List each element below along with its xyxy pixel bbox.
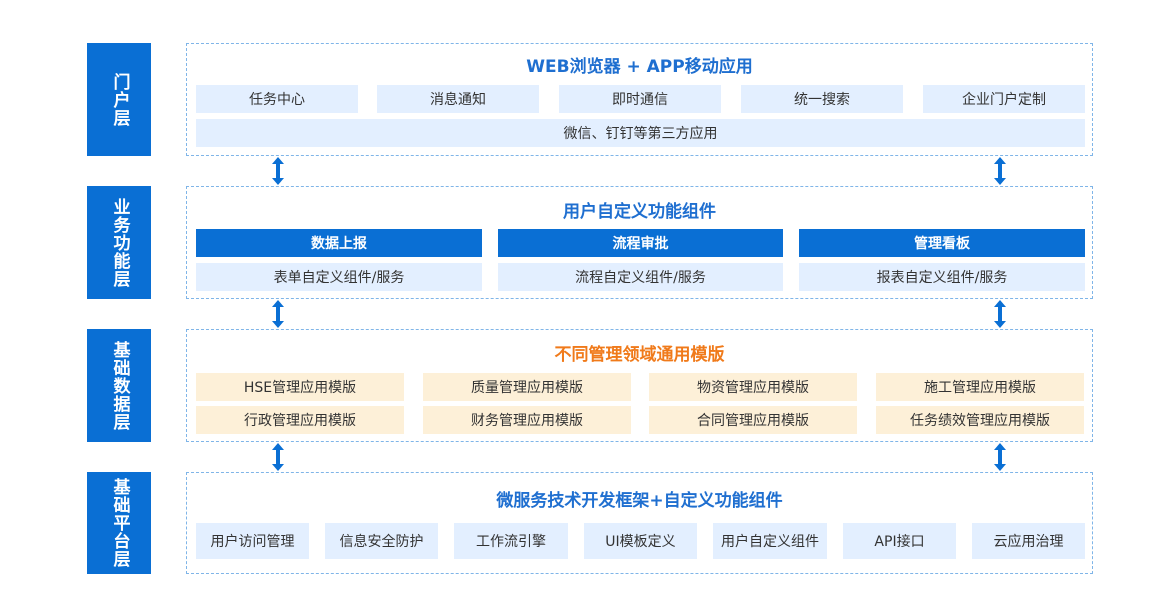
double-arrow-icon	[994, 157, 1006, 185]
portal-item: 统一搜索	[741, 85, 903, 113]
business-item: 流程自定义组件/服务	[498, 263, 783, 291]
business-item: 报表自定义组件/服务	[799, 263, 1085, 291]
double-arrow-icon	[994, 443, 1006, 471]
business-item: 表单自定义组件/服务	[196, 263, 482, 291]
layer-label-platform-text: 基础平台层	[109, 478, 130, 568]
business-header: 管理看板	[799, 229, 1085, 257]
layer-label-business-text: 业务功能层	[109, 197, 130, 288]
data-template-item: 质量管理应用模版	[423, 373, 631, 401]
data-template-item: 行政管理应用模版	[196, 406, 404, 434]
double-arrow-icon	[272, 157, 284, 185]
portal-item: 任务中心	[196, 85, 358, 113]
data-panel: 不同管理领域通用模版 HSE管理应用模版 质量管理应用模版 物资管理应用模版 施…	[186, 329, 1093, 442]
platform-item: API接口	[843, 523, 956, 559]
portal-title: WEB浏览器 + APP移动应用	[526, 57, 753, 77]
platform-item: 用户访问管理	[196, 523, 309, 559]
layer-label-portal: 门户层	[87, 43, 151, 156]
double-arrow-icon	[272, 443, 284, 471]
portal-wide-item: 微信、钉钉等第三方应用	[196, 119, 1085, 147]
business-header: 数据上报	[196, 229, 482, 257]
data-template-item: 财务管理应用模版	[423, 406, 631, 434]
platform-item: 信息安全防护	[325, 523, 438, 559]
data-template-item: 合同管理应用模版	[649, 406, 857, 434]
platform-title: 微服务技术开发框架+自定义功能组件	[496, 491, 783, 511]
platform-item: 云应用治理	[972, 523, 1085, 559]
business-panel: 用户自定义功能组件 数据上报 流程审批 管理看板 表单自定义组件/服务 流程自定…	[186, 186, 1093, 299]
portal-item: 即时通信	[559, 85, 721, 113]
platform-panel: 微服务技术开发框架+自定义功能组件 用户访问管理 信息安全防护 工作流引擎 UI…	[186, 472, 1093, 574]
portal-panel: WEB浏览器 + APP移动应用 任务中心 消息通知 即时通信 统一搜索 企业门…	[186, 43, 1093, 156]
double-arrow-icon	[994, 300, 1006, 328]
data-title: 不同管理领域通用模版	[554, 345, 725, 365]
data-template-item: 施工管理应用模版	[876, 373, 1084, 401]
platform-item: 用户自定义组件	[713, 523, 827, 559]
layer-label-business: 业务功能层	[87, 186, 151, 299]
layer-label-platform: 基础平台层	[87, 472, 151, 574]
platform-item: UI模板定义	[584, 523, 697, 559]
business-title: 用户自定义功能组件	[563, 202, 716, 222]
portal-item: 企业门户定制	[923, 85, 1085, 113]
business-header: 流程审批	[498, 229, 783, 257]
layer-label-portal-text: 门户层	[109, 72, 130, 127]
data-template-item: 任务绩效管理应用模版	[876, 406, 1084, 434]
platform-item: 工作流引擎	[454, 523, 568, 559]
layer-label-data: 基础数据层	[87, 329, 151, 442]
double-arrow-icon	[272, 300, 284, 328]
data-template-item: 物资管理应用模版	[649, 373, 857, 401]
data-template-item: HSE管理应用模版	[196, 373, 404, 401]
portal-item: 消息通知	[377, 85, 539, 113]
layer-label-data-text: 基础数据层	[109, 340, 130, 431]
